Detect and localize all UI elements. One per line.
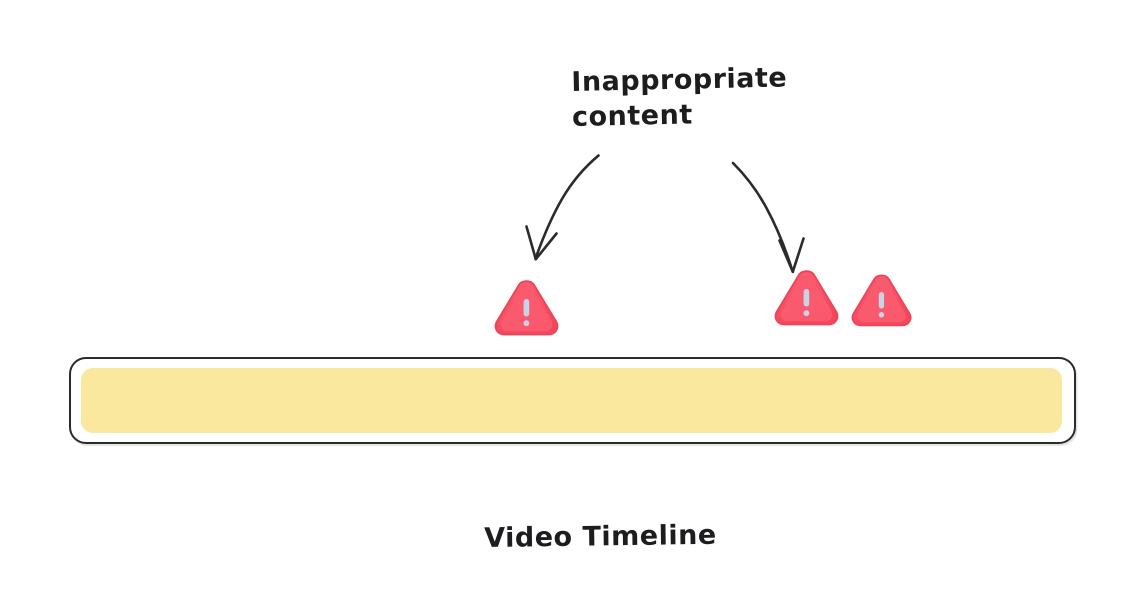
arrow-to-marker-2-icon	[731, 161, 805, 274]
warning-exclamation-dot	[878, 312, 885, 318]
warning-marker-1[interactable]	[494, 279, 560, 337]
warning-exclamation-dot	[803, 310, 810, 317]
warning-exclamation-bar	[523, 299, 530, 317]
warning-marker-3[interactable]	[851, 273, 913, 328]
warning-triangle-icon	[851, 274, 912, 327]
warning-exclamation-bar	[878, 292, 885, 309]
video-timeline-fill[interactable]	[81, 368, 1062, 433]
warning-triangle-icon	[774, 270, 839, 326]
video-timeline-bar[interactable]	[69, 357, 1076, 444]
warning-triangle-icon	[494, 280, 559, 336]
warning-exclamation-dot	[523, 320, 530, 327]
warning-marker-2[interactable]	[774, 269, 840, 327]
video-timeline-caption: Video Timeline	[484, 519, 717, 554]
annotation-label-line-1: Inappropriate	[571, 62, 788, 98]
arrow-to-marker-1-icon	[525, 154, 600, 261]
warning-exclamation-bar	[803, 289, 810, 307]
annotation-label-line-2: content	[571, 99, 693, 133]
